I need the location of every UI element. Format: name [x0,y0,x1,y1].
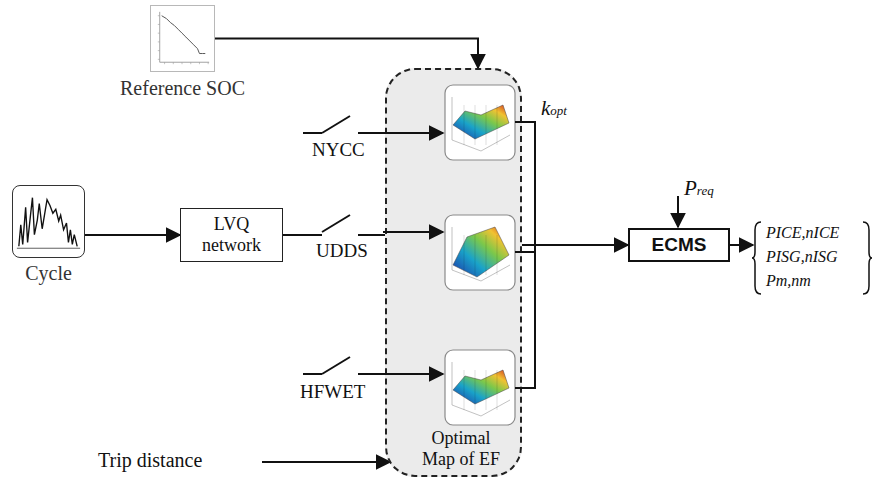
ef-map [445,215,515,290]
node-text: Cycle [25,262,72,285]
ef-map [445,350,515,425]
illustration [385,68,522,477]
switch-label: UDDS [316,240,368,262]
switch-blade [322,357,350,374]
switch-wire [303,132,322,134]
node-text: Optimal Map of EF [415,428,507,471]
node-text: Reference SOC [120,77,245,100]
process-box: LVQ network [180,208,283,262]
node-text: ECMS [652,234,707,256]
switch-wire [303,373,322,375]
illustration [151,6,214,71]
node-text: PISG,nISG [766,248,838,266]
soc-plot: Reference SOC [150,5,215,72]
connector-arrow [85,234,180,236]
node-text: Pm,nm [766,272,811,290]
illustration [13,186,84,257]
switch-label: HFWET [300,381,365,403]
process-box: ECMS [628,228,730,262]
connector-arrow [730,244,753,246]
switch-wire [358,373,386,375]
connector-arrow [522,244,628,246]
switch-blade [322,116,350,133]
input-arrow [262,461,390,463]
group-region: Optimal Map of EF [385,68,522,477]
signal-name: kopt [541,96,567,121]
switch-blade [322,215,350,232]
cycle-plot: Cycle [12,185,85,258]
merge-wire [534,121,536,389]
signal-name: Preq [684,176,714,201]
switch-label: NYCC [312,139,365,161]
switch-wire [358,132,386,134]
connector-arrow [215,39,478,69]
node-text: LVQ network [181,212,282,257]
output-bracket: PICE,nICE PISG,nISG Pm,nm [752,220,872,296]
node-text: PICE,nICE [766,224,839,242]
input-arrow [677,196,679,227]
input-label: Trip distance [98,449,202,472]
ef-map [445,85,515,160]
connector-arrow [283,234,386,236]
